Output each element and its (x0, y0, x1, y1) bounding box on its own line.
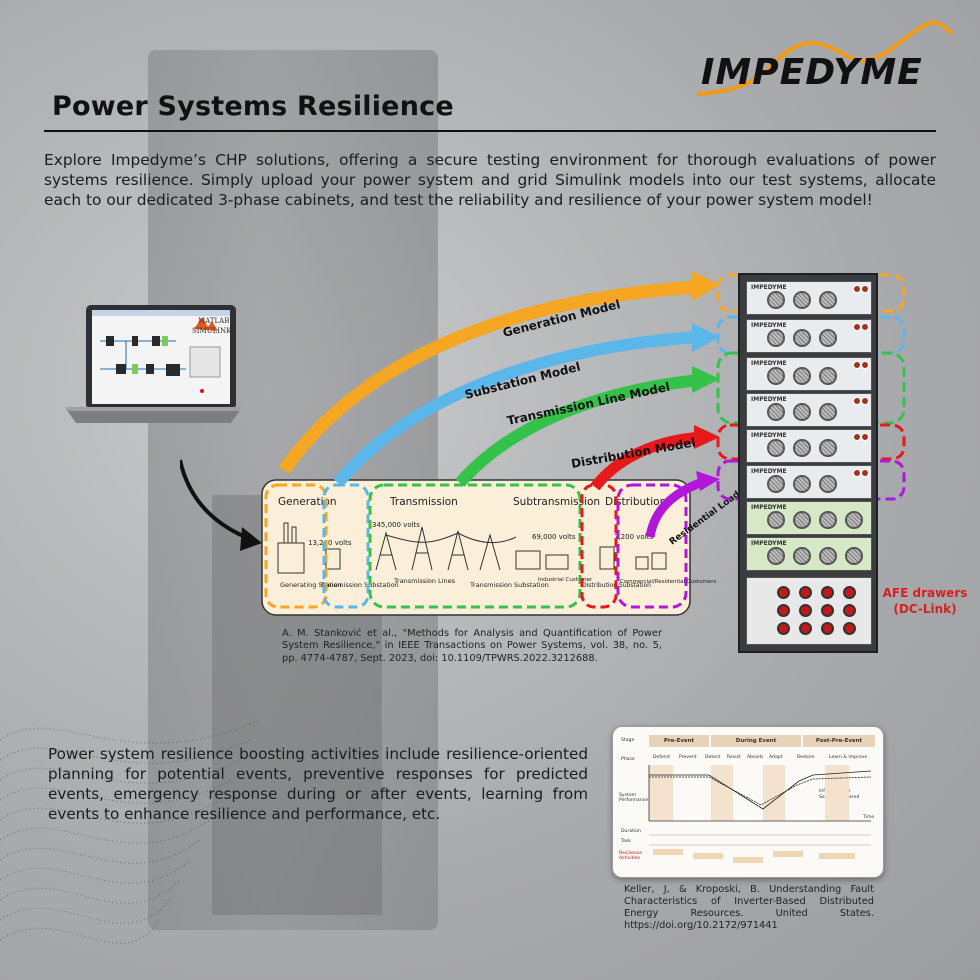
afe-drawers-label: AFE drawers (DC-Link) (882, 586, 968, 616)
distribution-model-label: Distribution Model (570, 435, 696, 471)
cabinet-drawer: IMPEDYME (746, 319, 872, 353)
citation-stankovic: A. M. Stanković et al., "Methods for Ana… (282, 628, 662, 664)
impedyme-logo: IMPEDYME (696, 20, 953, 96)
resilience-activities-paragraph: Power system resilience boosting activit… (48, 745, 588, 823)
section-distribution: Distribution (605, 496, 666, 508)
three-phase-cabinet: IMPEDYME IMPEDYME IMPEDYME IMPEDYME IMPE… (738, 273, 878, 653)
residential-highlight (616, 483, 688, 609)
svg-text:13,200 volts: 13,200 volts (308, 539, 352, 547)
matlab-label: MATLAB (198, 317, 229, 325)
svg-text:Transmission Substation: Transmission Substation (319, 581, 399, 589)
svg-text:Industrial Customer: Industrial Customer (538, 577, 593, 583)
svg-text:69,000 volts: 69,000 volts (532, 533, 576, 541)
model-allocation-diagram: Generation Transmission Subtransmission … (180, 271, 906, 616)
section-generation: Generation (278, 496, 337, 508)
resilience-curve (648, 765, 872, 863)
resilience-stages-figure: Stage Pre-Event During Event Post-Pre-Ev… (612, 726, 884, 878)
transmission-highlight (368, 483, 582, 609)
cabinet-drawer: IMPEDYME (746, 357, 872, 391)
transmission-arrow (455, 374, 701, 487)
generation-highlight (264, 483, 328, 609)
cabinet-drawer: IMPEDYME (746, 429, 872, 463)
cabinet-drawer: IMPEDYME (746, 281, 872, 315)
laptop-simulink-illustration: MATLAB SIMULINK (66, 305, 241, 423)
distribution-arrow (590, 431, 703, 491)
page-title: Power Systems Resilience (52, 91, 454, 122)
afe-drawer: IMPEDYME (746, 537, 872, 571)
afe-drawer: IMPEDYME (746, 501, 872, 535)
svg-text:Transmission Lines: Transmission Lines (393, 577, 456, 585)
svg-text:7,200 volts: 7,200 volts (614, 533, 653, 541)
generation-arrow (278, 280, 701, 474)
substation-highlight (322, 483, 370, 609)
simulink-label: SIMULINK (192, 327, 232, 335)
residential-arrow (645, 476, 707, 538)
svg-text:Commercial/Residential Custome: Commercial/Residential Customers (620, 579, 717, 585)
svg-text:345,000 volts: 345,000 volts (372, 521, 420, 529)
section-transmission: Transmission (389, 496, 458, 508)
citation-keller: Keller, J, & Kroposki, B. Understanding … (624, 884, 874, 931)
section-subtransmission: Subtransmission (513, 496, 600, 508)
cabinet-drawer: IMPEDYME (746, 465, 872, 499)
svg-text:Generating Station: Generating Station (280, 581, 342, 589)
dotted-wave-decoration (0, 719, 260, 944)
transmission-model-label: Transmission Line Model (506, 380, 671, 428)
svg-text:Transmission Substation: Transmission Substation (469, 581, 549, 589)
cabinet-drawer: IMPEDYME (746, 393, 872, 427)
title-divider (44, 130, 936, 132)
connector-panel (746, 577, 872, 645)
intro-paragraph: Explore Impedyme’s CHP solutions, offeri… (44, 151, 936, 209)
substation-arrow (333, 331, 701, 487)
logo-text: IMPEDYME (701, 52, 923, 93)
